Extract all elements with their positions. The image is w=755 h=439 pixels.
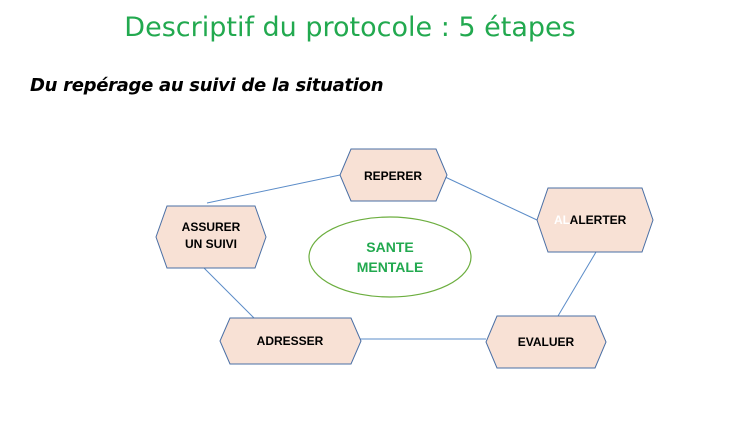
connector-adresser-assurer (203, 267, 255, 319)
step-reperer-label: REPERER (364, 169, 422, 183)
slide-title: Descriptif du protocole : 5 étapes (124, 12, 576, 43)
slide-subtitle: Du repérage au suivi de la situation (30, 75, 384, 96)
step-assurer-label-line2: UN SUIVI (185, 237, 237, 251)
connector-assurer-reperer (206, 174, 341, 204)
step-assurer-suivi: ASSURER UN SUIVI (155, 205, 267, 269)
step-reperer: REPERER (339, 148, 448, 202)
connector-reperer-alerter (442, 175, 538, 221)
step-alerter: AL ALERTER (536, 187, 654, 253)
connector-alerter-evaluer (557, 251, 597, 317)
center-label-line1: SANTE (366, 239, 413, 255)
center-label-line2: MENTALE (357, 259, 424, 275)
center-ellipse (308, 216, 472, 298)
step-alerter-ghost: AL (554, 213, 570, 227)
step-evaluer: EVALUER (485, 315, 607, 369)
step-evaluer-label: EVALUER (518, 335, 575, 349)
step-alerter-label: ALERTER (570, 213, 627, 227)
step-adresser-label: ADRESSER (257, 334, 324, 348)
step-assurer-label-line1: ASSURER (182, 220, 241, 234)
step-adresser: ADRESSER (219, 317, 362, 365)
